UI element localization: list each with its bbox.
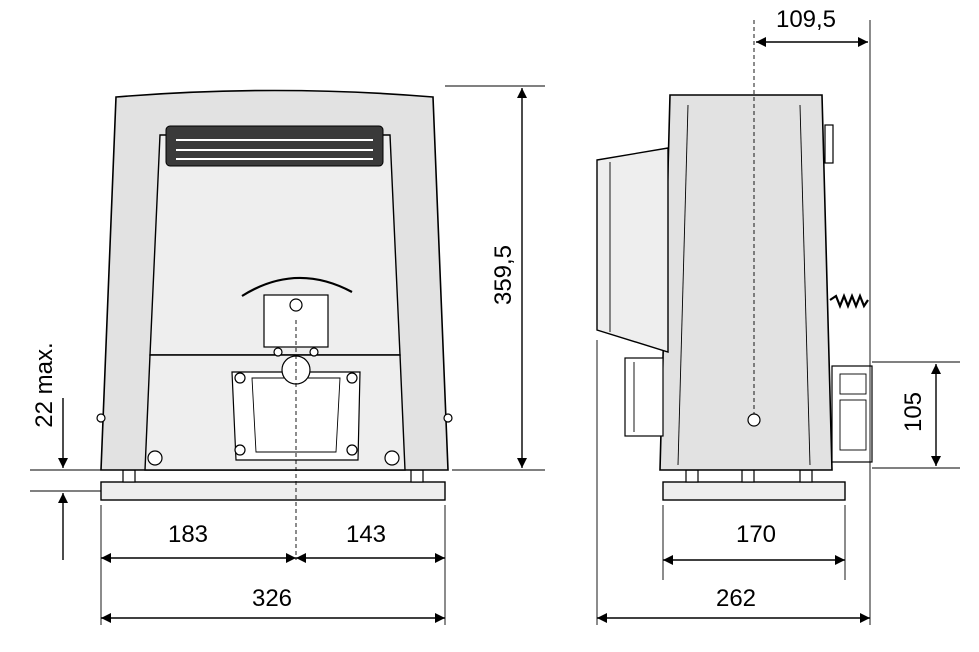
screw <box>234 372 246 384</box>
release-arc <box>241 276 353 297</box>
front-dimensions: 183 143 326 359,5 22 max. <box>30 85 545 625</box>
screw <box>747 413 761 427</box>
front-foot <box>410 469 424 483</box>
release-knob <box>289 298 303 312</box>
dim-label-109: 109,5 <box>776 6 836 33</box>
screw <box>273 347 283 357</box>
screw <box>384 450 400 466</box>
dim-label-105: 105 <box>900 392 927 432</box>
front-base-plate <box>100 481 446 501</box>
screw <box>147 450 163 466</box>
dim-label-183: 183 <box>168 521 208 548</box>
side-housing <box>659 94 833 471</box>
screw <box>309 347 319 357</box>
side-base-plate <box>662 481 846 501</box>
front-vent <box>165 125 384 167</box>
side-view <box>596 20 873 501</box>
spring <box>829 293 869 309</box>
side-knob <box>96 413 106 423</box>
dim-label-170: 170 <box>736 521 776 548</box>
dim-label-22max: 22 max. <box>31 342 58 427</box>
dim-label-359: 359,5 <box>490 245 517 305</box>
side-foot <box>741 469 755 483</box>
side-knob <box>443 413 453 423</box>
gearbox <box>624 357 664 437</box>
limit-switch <box>824 124 834 164</box>
front-foot <box>122 469 136 483</box>
dim-label-143: 143 <box>346 521 386 548</box>
pinion-block <box>831 365 873 463</box>
screw <box>234 444 246 456</box>
front-view <box>96 89 453 560</box>
dim-label-262: 262 <box>716 585 756 612</box>
motor-cover <box>596 147 669 353</box>
gear-housing <box>231 371 361 461</box>
screw <box>346 444 358 456</box>
dim-label-326: 326 <box>252 585 292 612</box>
side-foot <box>799 469 813 483</box>
side-foot <box>685 469 699 483</box>
screw <box>346 372 358 384</box>
side-dimensions: 170 262 109,5 105 <box>596 6 960 625</box>
